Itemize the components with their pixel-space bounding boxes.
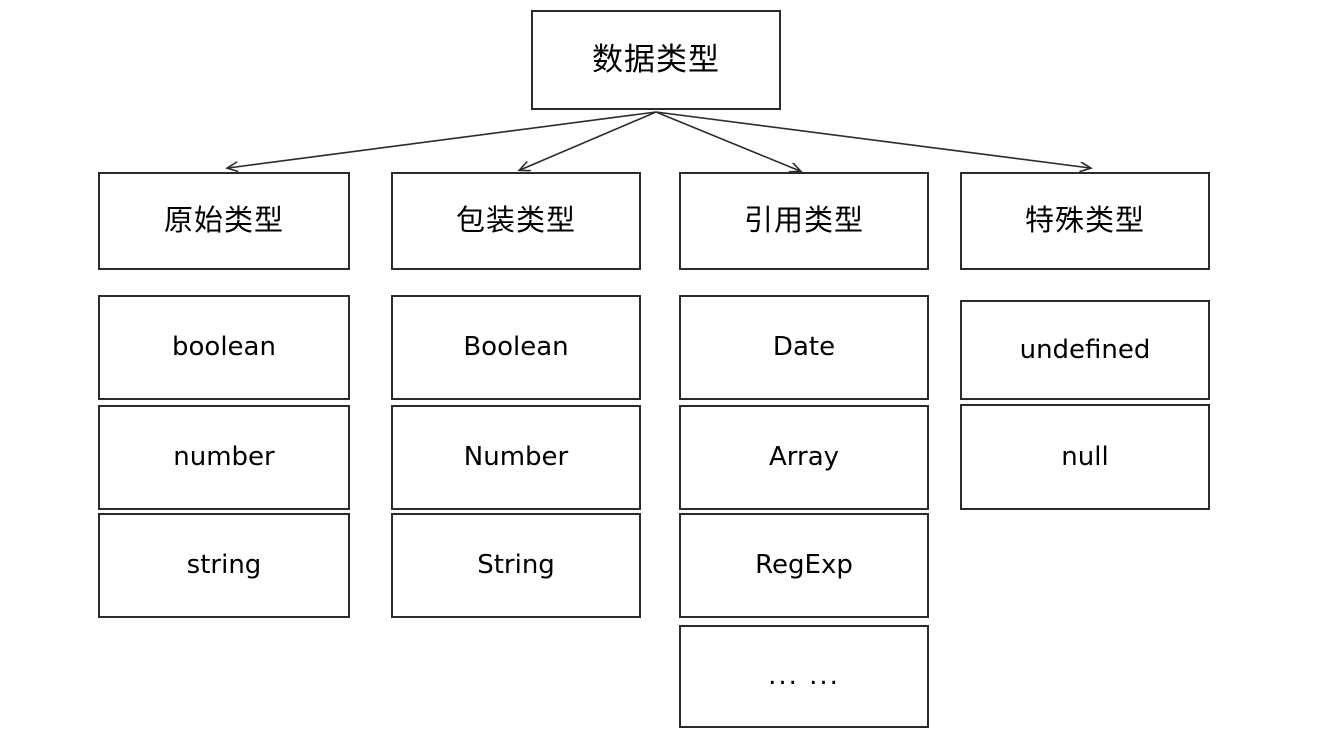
- node-leaf-label: Number: [463, 442, 569, 473]
- edge-root-to-category-4: [655, 111, 1090, 168]
- node-leaf-label: null: [1061, 441, 1109, 472]
- node-leaf-label: Boolean: [463, 332, 569, 363]
- node-leaf-label: ... ...: [768, 661, 840, 692]
- node-category-label: 特殊类型: [1024, 203, 1145, 238]
- node-leaf-label: string: [186, 550, 262, 581]
- node-leaf-2-2[interactable]: Number: [391, 405, 641, 510]
- node-root-data-types[interactable]: 数据类型: [531, 10, 781, 110]
- edge-root-to-category-1: [228, 111, 657, 168]
- node-root-label: 数据类型: [592, 41, 720, 78]
- node-category-3[interactable]: 引用类型: [679, 172, 929, 270]
- node-leaf-label: boolean: [172, 332, 276, 363]
- node-leaf-2-3[interactable]: String: [391, 513, 641, 618]
- node-leaf-4-1[interactable]: undefined: [960, 300, 1210, 400]
- node-category-2[interactable]: 包装类型: [391, 172, 641, 270]
- node-leaf-3-4[interactable]: ... ...: [679, 625, 929, 728]
- node-category-4[interactable]: 特殊类型: [960, 172, 1210, 270]
- node-leaf-3-1[interactable]: Date: [679, 295, 929, 400]
- node-category-1[interactable]: 原始类型: [98, 172, 350, 270]
- node-leaf-label: undefined: [1019, 334, 1151, 365]
- node-leaf-label: RegExp: [755, 550, 853, 581]
- node-leaf-1-1[interactable]: boolean: [98, 295, 350, 400]
- edge-root-to-category-3: [655, 111, 800, 171]
- node-leaf-3-2[interactable]: Array: [679, 405, 929, 510]
- edge-root-to-category-2: [520, 111, 657, 170]
- node-leaf-label: String: [477, 550, 555, 581]
- node-leaf-label: Array: [768, 442, 840, 473]
- node-category-label: 原始类型: [163, 203, 284, 238]
- node-category-label: 包装类型: [455, 203, 576, 238]
- node-leaf-3-3[interactable]: RegExp: [679, 513, 929, 618]
- node-leaf-label: number: [173, 442, 275, 473]
- node-category-label: 引用类型: [743, 203, 864, 238]
- node-leaf-1-3[interactable]: string: [98, 513, 350, 618]
- node-leaf-label: Date: [772, 332, 836, 363]
- node-leaf-2-1[interactable]: Boolean: [391, 295, 641, 400]
- node-leaf-1-2[interactable]: number: [98, 405, 350, 510]
- node-leaf-4-2[interactable]: null: [960, 404, 1210, 510]
